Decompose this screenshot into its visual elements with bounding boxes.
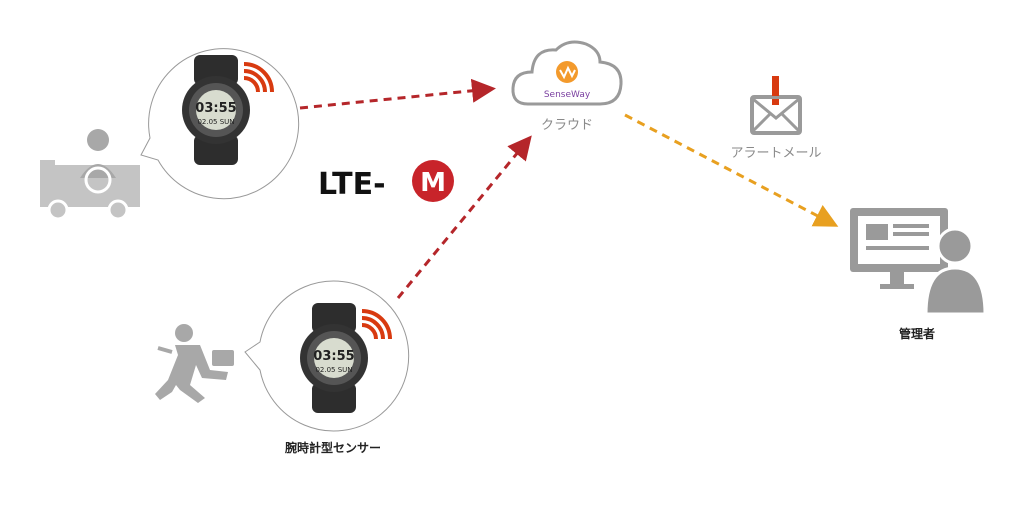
svg-text:M: M (420, 168, 446, 198)
watch-date: 02.05 SUN (197, 118, 234, 126)
admin-monitor-icon (850, 208, 987, 316)
lte-m-logo: M (412, 160, 454, 202)
watch-bubble-worker (244, 280, 410, 432)
watch-time: 03:55 (195, 101, 236, 116)
alert-mail-label: アラートメール (730, 146, 822, 161)
cloud-icon (511, 40, 623, 106)
admin-label: 管理者 (898, 327, 936, 341)
cloud-label: クラウド (540, 118, 594, 133)
alert-mail-icon (750, 76, 802, 135)
cloud-to-admin-arrow (624, 113, 839, 227)
lte-text: LTE- (318, 167, 386, 202)
running-worker-icon (155, 324, 234, 403)
watch-time-2: 03:55 (313, 349, 354, 364)
watch-bubble-driver (140, 48, 300, 200)
watch-date-2: 02.05 SUN (315, 366, 352, 374)
cloud-brand: SenseWay (544, 90, 591, 100)
sensor-label: 腕時計型センサー (284, 441, 382, 455)
worker-to-cloud-arrow (396, 135, 532, 299)
truck-to-cloud-arrow (299, 78, 496, 110)
truck-driver-icon (40, 129, 140, 221)
